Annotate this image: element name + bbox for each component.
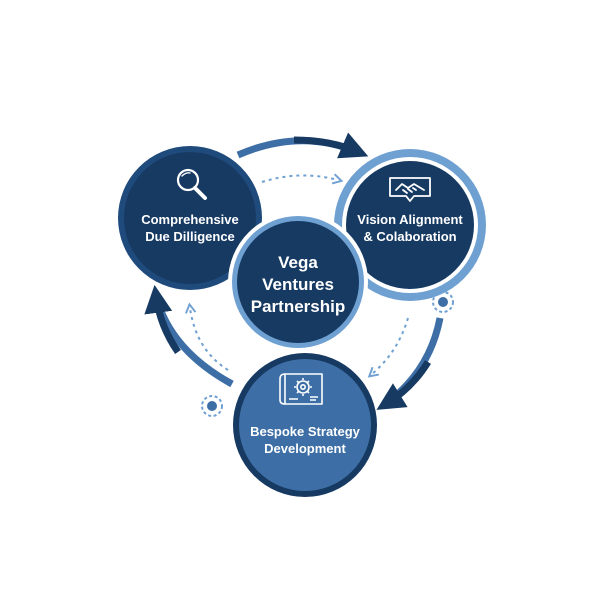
flow-arrow-top-head: [293, 132, 369, 159]
vision-line2: & Colaboration: [363, 228, 457, 244]
due-diligence-line2: Due Dilligence: [145, 228, 235, 244]
node-bespoke-strategy: [233, 353, 377, 497]
due-diligence-line1: Comprehensive: [141, 212, 239, 227]
vision-line1: Vision Alignment: [357, 212, 463, 227]
due-diligence-label: Comprehensive Due Dilligence: [130, 212, 250, 246]
inner-dotted-arrows: [185, 173, 409, 378]
strategy-label: Bespoke Strategy Development: [240, 424, 370, 458]
node-vision-alignment: [334, 149, 486, 301]
handshake-icon: [389, 177, 431, 202]
flow-arrow-left-head: [144, 284, 181, 354]
dotted-arrow-top: [261, 173, 344, 185]
flow-arrow-right: [385, 317, 444, 405]
strategy-line2: Development: [264, 440, 346, 456]
node-due-diligence: [116, 144, 264, 292]
center-line1: Vega: [278, 253, 318, 272]
outer-flow-arrows: [144, 132, 444, 410]
dotted-arrow-left: [185, 302, 229, 371]
magnifier-icon: [176, 168, 207, 200]
center-line3: Partnership: [250, 297, 346, 317]
vision-label: Vision Alignment & Colaboration: [350, 212, 470, 246]
blueprint-gear-icon: [279, 373, 323, 405]
center-label: Vega Ventures Partnership: [238, 252, 358, 318]
connector-dots: [201, 291, 454, 417]
connector-dot-left: [201, 395, 223, 417]
center-line2: Ventures: [262, 275, 334, 295]
node-center-partnership: [228, 212, 368, 352]
strategy-line1: Bespoke Strategy: [250, 424, 360, 439]
flow-arrow-right-head: [376, 360, 431, 410]
dotted-arrow-right: [367, 317, 409, 378]
